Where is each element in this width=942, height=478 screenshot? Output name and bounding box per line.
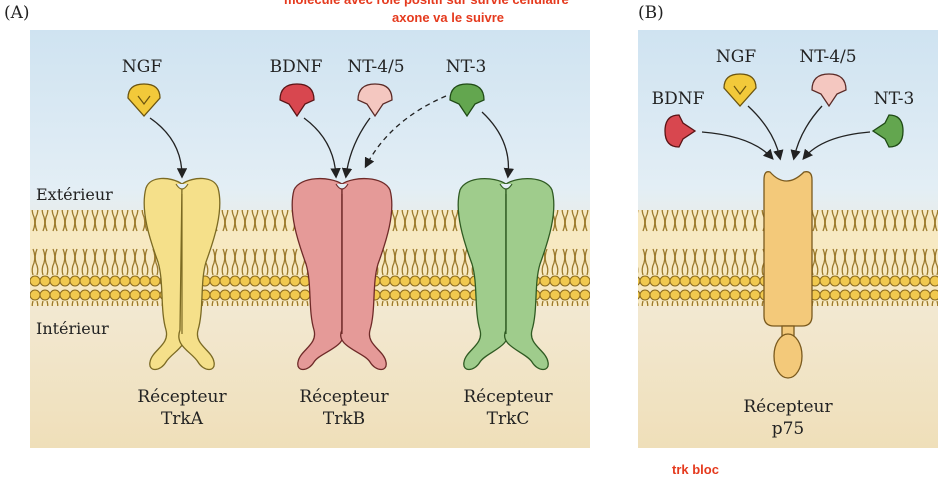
ngf-to-p75-arrow	[747, 105, 784, 161]
trkc-label-line1: Récepteur	[463, 387, 553, 407]
bdnf-to-p75-arrow	[701, 131, 774, 160]
annotation-top-line1: molécule avec rôle positif sur survie ce…	[284, 0, 569, 8]
trkc-receptor	[457, 178, 555, 371]
nt45-to-p75-arrow	[790, 105, 823, 161]
nt3-label-b: NT-3	[874, 89, 915, 109]
trka-label-line2: TrkA	[161, 409, 204, 429]
trka-label-line1: Récepteur	[137, 387, 227, 407]
trka-receptor	[143, 177, 221, 371]
trkb-label-line1: Récepteur	[299, 387, 389, 407]
nt45-ligand-a	[357, 83, 393, 118]
trkb-label-line2: TrkB	[323, 409, 365, 429]
p75-label-line1: Récepteur	[743, 397, 833, 417]
nt3-ligand-a	[449, 83, 485, 118]
panel-a-letter: (A)	[4, 3, 30, 23]
nt3-label-a: NT-3	[446, 57, 487, 77]
nt3-to-trkc-arrow	[481, 111, 515, 179]
panel-a-arrows	[149, 95, 515, 179]
ngf-to-trka-arrow	[149, 117, 188, 179]
p75-receptor	[763, 171, 813, 379]
nt45-label-a: NT-4/5	[347, 57, 404, 77]
bdnf-label-a: BDNF	[270, 57, 323, 77]
ngf-ligand-a	[127, 83, 161, 117]
annotation-top-line2: axone va le suivre	[392, 10, 505, 25]
nt3-to-p75-arrow	[802, 131, 871, 161]
panel-b-letter: (B)	[638, 3, 664, 23]
trkb-receptor	[291, 178, 393, 371]
annotation-bottom: trk bloc	[672, 462, 719, 477]
trkc-label-line2: TrkC	[487, 409, 530, 429]
bdnf-label-b: BDNF	[652, 89, 705, 109]
nt3-to-trkb-arrow	[364, 95, 447, 169]
panel-b-arrows	[701, 105, 871, 161]
p75-label-line2: p75	[772, 419, 805, 439]
bdnf-ligand-a	[279, 83, 315, 118]
ngf-label-a: NGF	[122, 57, 162, 77]
ngf-ligand-b	[723, 73, 757, 107]
bdnf-ligand-b	[664, 114, 697, 148]
nt3-ligand-b	[871, 114, 904, 148]
nt45-label-b: NT-4/5	[799, 47, 856, 67]
outside-label: Extérieur	[36, 185, 113, 204]
nt45-to-trkb-arrow	[341, 117, 371, 179]
bdnf-to-trkb-arrow	[303, 117, 341, 179]
nt45-ligand-b	[811, 73, 847, 108]
inside-label: Intérieur	[36, 319, 109, 338]
ngf-label-b: NGF	[716, 47, 756, 67]
